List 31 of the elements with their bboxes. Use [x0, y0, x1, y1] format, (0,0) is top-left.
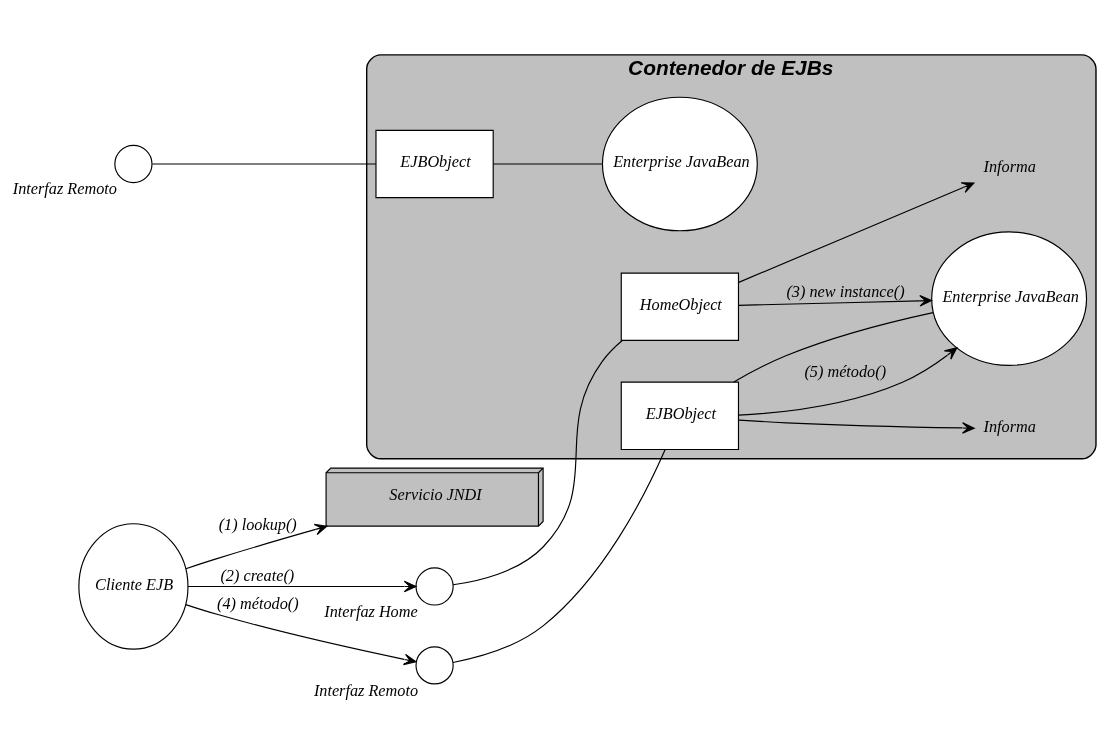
arrow [738, 182, 975, 283]
node-label: Interfaz Remoto [12, 180, 117, 199]
arrow [738, 419, 975, 434]
connector [151, 163, 377, 165]
edge-label: (1) lookup() [218, 515, 297, 534]
edge-label: (5) método() [804, 362, 887, 381]
node-ellipse: Cliente EJB [78, 523, 189, 650]
node-circle [415, 567, 454, 606]
edge-label: (2) create() [220, 566, 295, 585]
arrow [738, 347, 958, 416]
node-label: Interfaz Remoto [313, 681, 419, 700]
node-ellipse: Enterprise JavaBean [601, 96, 758, 232]
node-text: Informa [983, 417, 1036, 436]
edge-label: (3) new instance() [786, 282, 905, 301]
arrow [185, 604, 417, 666]
arrow [185, 523, 328, 570]
connector [733, 312, 934, 383]
connector [492, 163, 603, 165]
edge-label: (4) método() [216, 594, 299, 613]
node-box: EJBObject [620, 381, 740, 451]
connector [452, 339, 623, 586]
connector [452, 449, 666, 664]
node-ellipse: Enterprise JavaBean [931, 231, 1088, 366]
node-box: HomeObject [620, 272, 740, 341]
arrow [187, 580, 417, 593]
node-circle [415, 646, 454, 685]
node-text: Informa [983, 157, 1036, 176]
node-label: Interfaz Home [324, 602, 418, 621]
arrow [738, 295, 933, 307]
node-box: EJBObject [375, 129, 494, 199]
node-circle [114, 144, 153, 184]
